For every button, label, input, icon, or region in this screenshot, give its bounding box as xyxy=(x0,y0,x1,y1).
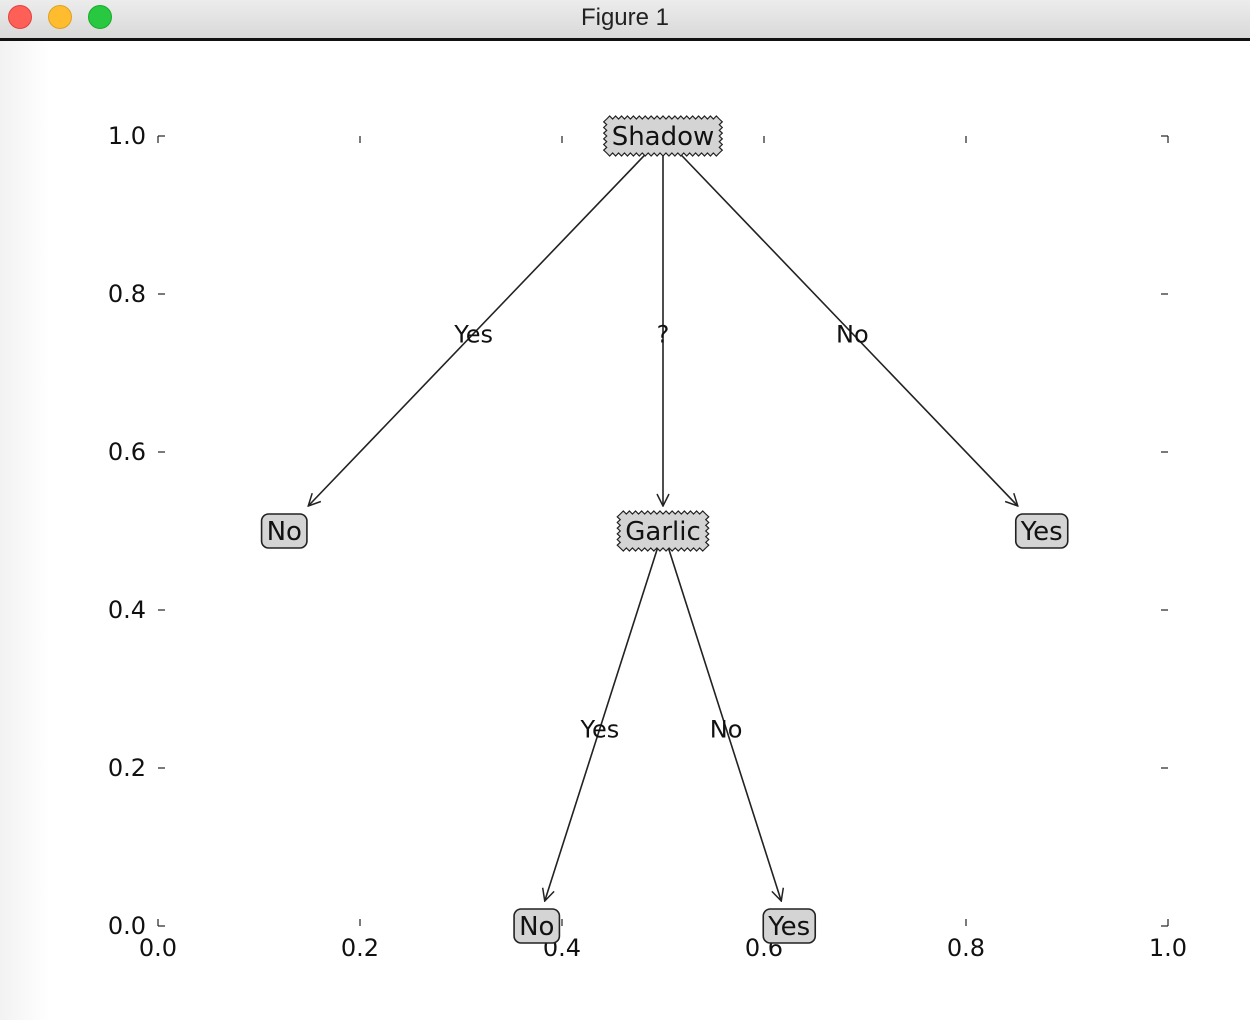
node-label: Yes xyxy=(1020,517,1063,547)
edge-label: No xyxy=(836,321,869,349)
leaf-node-box xyxy=(513,908,561,944)
node-label: Shadow xyxy=(612,122,715,152)
y-tick-label: 0.4 xyxy=(108,596,146,624)
leaf-node-box xyxy=(260,513,308,549)
y-tick-label: 0.8 xyxy=(108,280,146,308)
minimize-button[interactable] xyxy=(48,5,72,29)
node-label: No xyxy=(267,517,302,547)
y-tick-label: 0.6 xyxy=(108,438,146,466)
edge-label: ? xyxy=(657,321,670,349)
maximize-button[interactable] xyxy=(88,5,112,29)
decision-node-box xyxy=(602,115,724,157)
node-label: No xyxy=(519,912,554,942)
y-tick-label: 0.0 xyxy=(108,912,146,940)
leaf-node-box xyxy=(762,908,817,944)
edge-arrow xyxy=(662,135,1018,506)
x-tick-label: 1.0 xyxy=(1149,934,1187,962)
y-tick-label: 1.0 xyxy=(108,122,146,150)
node-label: Yes xyxy=(767,912,810,942)
decision-node-box xyxy=(616,510,710,552)
edge-arrow xyxy=(662,530,781,901)
edge-arrow xyxy=(545,530,664,901)
edge-label: Yes xyxy=(453,321,493,349)
window-title: Figure 1 xyxy=(580,4,670,31)
node-label: Garlic xyxy=(625,517,701,547)
x-tick-label: 0.8 xyxy=(947,934,985,962)
edge-label: No xyxy=(710,716,743,744)
title-bar[interactable]: Figure 1 xyxy=(0,0,1250,41)
edge-label: Yes xyxy=(580,716,620,744)
x-tick-label: 0.2 xyxy=(341,934,379,962)
x-tick-label: 0.0 xyxy=(139,934,177,962)
y-tick-label: 0.2 xyxy=(108,754,146,782)
close-button[interactable] xyxy=(8,5,32,29)
leaf-node-box xyxy=(1014,513,1069,549)
edge-arrow xyxy=(308,135,664,506)
